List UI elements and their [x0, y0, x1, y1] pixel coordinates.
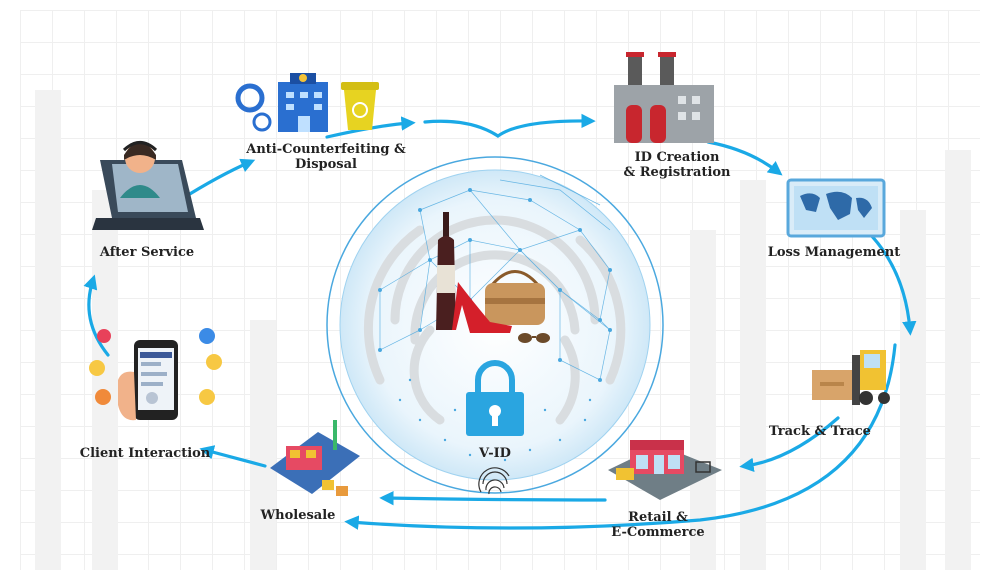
label-client-interaction: Client Interaction	[70, 446, 220, 461]
forklift-icon	[812, 350, 890, 405]
background-bar	[35, 90, 61, 570]
wine-bottle-icon	[436, 212, 456, 330]
label-line: E-Commerce	[611, 525, 705, 540]
label-after-service: After Service	[88, 245, 206, 260]
arrow-to-id-creation	[496, 113, 596, 138]
arrow-to-retail	[739, 416, 840, 472]
arrow-left-branch	[423, 119, 500, 138]
label-retail: Retail & E-Commerce	[598, 510, 718, 540]
fingerprint-icon	[478, 467, 510, 495]
label-line: Retail &	[628, 510, 688, 525]
label-center-vid: V-ID	[479, 446, 511, 461]
arrow-to-wholesale	[379, 490, 607, 506]
label-line: & Registration	[623, 165, 731, 180]
background-bar	[92, 190, 118, 570]
globe	[326, 156, 664, 495]
label-line: Loss Management	[767, 245, 901, 260]
world-map-screen-icon	[786, 178, 886, 238]
background-bar	[690, 230, 716, 570]
label-loss-management: Loss Management	[762, 245, 906, 260]
label-line: ID Creation	[634, 150, 720, 165]
background-bar	[900, 210, 926, 570]
label-line: Anti-Counterfeiting &	[246, 142, 406, 157]
label-id-creation: ID Creation & Registration	[612, 150, 742, 180]
label-line: Client Interaction	[79, 446, 211, 461]
label-line: Wholesale	[260, 508, 336, 523]
arrow-to-track-trace	[866, 230, 917, 336]
angry-emoji-icon	[95, 389, 111, 405]
sunglasses-icon	[518, 333, 550, 343]
label-line: After Service	[99, 245, 195, 260]
wholesale-store-icon	[270, 420, 360, 496]
label-line: Track & Trace	[769, 424, 871, 439]
high-heel-icon	[452, 282, 512, 333]
network-dots	[378, 188, 612, 462]
label-wholesale: Wholesale	[246, 508, 350, 523]
support-agent-laptop-icon	[92, 141, 204, 230]
globe-outer-ring	[326, 156, 664, 494]
label-anti-counterfeiting: Anti-Counterfeiting & Disposal	[236, 142, 416, 172]
laugh-emoji-icon	[206, 354, 222, 370]
label-track-trace: Track & Trace	[758, 424, 882, 439]
like-icon	[199, 328, 215, 344]
background-bar	[945, 150, 971, 570]
background-bar	[740, 180, 766, 570]
label-line: Disposal	[295, 157, 357, 172]
arrow-outer-loop	[344, 343, 897, 530]
smartphone-icon	[118, 340, 178, 421]
recycle-bin-icon	[341, 82, 379, 130]
arrow-to-client-interaction	[199, 445, 267, 468]
padlock-icon	[466, 360, 524, 436]
arrow-to-loss-management	[706, 140, 783, 176]
factory-icon	[614, 52, 714, 143]
police-station-icon	[278, 73, 328, 132]
reaction-emojis	[89, 328, 222, 405]
arrow-to-merge	[325, 116, 416, 139]
wow-emoji-icon	[89, 360, 105, 376]
sad-emoji-icon	[199, 389, 215, 405]
background-bar	[250, 320, 276, 570]
arrow-to-after-service	[83, 274, 110, 357]
handcuffs-icon	[235, 83, 272, 132]
handbag-icon	[485, 270, 545, 325]
retail-store-icon	[608, 440, 722, 500]
heart-icon	[97, 329, 111, 343]
